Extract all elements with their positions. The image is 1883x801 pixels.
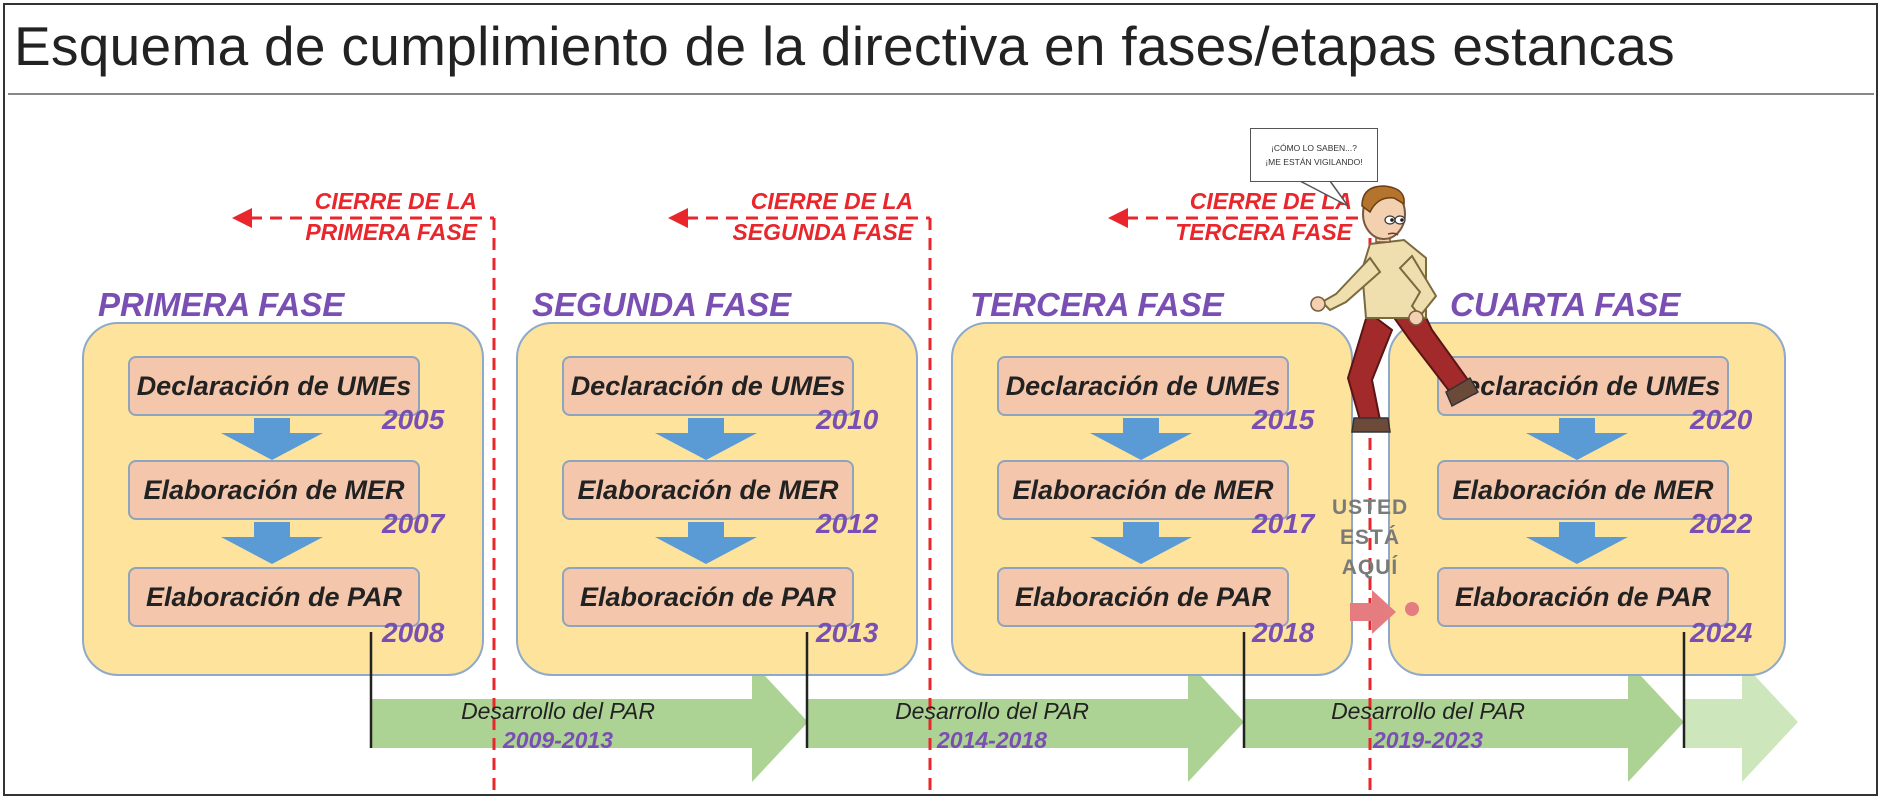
year-label: 2020 [1690, 404, 1753, 435]
you-are-here-line: USTED [1332, 496, 1409, 519]
down-arrow-3b [1090, 522, 1192, 564]
development-years: 2014-2018 [937, 727, 1047, 753]
step-par-4: Elaboración de PAR [1437, 567, 1729, 627]
step-declaracion-3: Declaración de UMEs [997, 356, 1289, 416]
development-arrow-1 [372, 662, 808, 782]
phase-title-3: TERCERA FASE [970, 286, 1224, 323]
down-arrow-4b [1526, 522, 1628, 564]
development-arrow-4 [1684, 662, 1798, 782]
step-par-2: Elaboración de PAR [562, 567, 854, 627]
closure-label-line2: TERCERA FASE [1175, 219, 1352, 245]
phase-title-1: PRIMERA FASE [98, 286, 345, 323]
step-mer-3: Elaboración de MER [997, 460, 1289, 520]
down-arrow-2b [655, 522, 757, 564]
development-text: Desarrollo del PAR [1331, 698, 1525, 724]
slide-title: Esquema de cumplimiento de la directiva … [14, 15, 1675, 77]
speech-line: ¡CÓMO LO SABEN...? [1271, 143, 1357, 153]
step-mer-4: Elaboración de MER [1437, 460, 1729, 520]
you-are-here-line: AQUÍ [1341, 556, 1399, 579]
development-years: 2009-2013 [503, 727, 613, 753]
closure-label-line2: PRIMERA FASE [305, 219, 477, 245]
speech-bubble: ¡CÓMO LO SABEN...? ¡ME ESTÁN VIGILANDO! [1250, 128, 1378, 182]
down-arrow-3a [1090, 418, 1192, 460]
down-arrow-1b [221, 522, 323, 564]
step-declaracion-2: Declaración de UMEs [562, 356, 854, 416]
development-text: Desarrollo del PAR [895, 698, 1089, 724]
year-label: 2015 [1252, 404, 1315, 435]
phase-title-2: SEGUNDA FASE [532, 286, 792, 323]
down-arrow-4a [1526, 418, 1628, 460]
step-par-1: Elaboración de PAR [128, 567, 420, 627]
year-label: 2013 [816, 617, 879, 648]
year-label: 2018 [1252, 617, 1315, 648]
phase-title-4: CUARTA FASE [1450, 286, 1681, 323]
development-label-3: Desarrollo del PAR 2019-2023 [1288, 697, 1568, 755]
year-label: 2007 [382, 508, 445, 539]
you-are-here-line: ESTÁ [1339, 526, 1400, 549]
development-label-2: Desarrollo del PAR 2014-2018 [852, 697, 1132, 755]
year-label: 2012 [816, 508, 879, 539]
step-declaracion-1: Declaración de UMEs [128, 356, 420, 416]
step-par-3: Elaboración de PAR [997, 567, 1289, 627]
year-label: 2008 [382, 617, 445, 648]
step-mer-2: Elaboración de MER [562, 460, 854, 520]
development-label-1: Desarrollo del PAR 2009-2013 [418, 697, 698, 755]
step-mer-1: Elaboración de MER [128, 460, 420, 520]
year-label: 2017 [1252, 508, 1315, 539]
year-label: 2010 [816, 404, 879, 435]
year-label: 2024 [1690, 617, 1753, 648]
closure-arrowhead-3 [1108, 208, 1128, 228]
speech-line: ¡ME ESTÁN VIGILANDO! [1265, 157, 1363, 167]
closure-label-1: CIERRE DE LA PRIMERA FASE [305, 186, 477, 248]
you-are-here-dot [1405, 602, 1419, 616]
year-label: 2005 [382, 404, 445, 435]
closure-label-2: CIERRE DE LA SEGUNDA FASE [732, 186, 913, 248]
closure-label-line2: SEGUNDA FASE [732, 219, 913, 245]
closure-label-line1: CIERRE DE LA [750, 188, 913, 214]
year-label: 2022 [1690, 508, 1753, 539]
step-declaracion-4: Declaración de UMEs [1437, 356, 1729, 416]
development-text: Desarrollo del PAR [461, 698, 655, 724]
closure-arrowhead-1 [232, 208, 252, 228]
down-arrow-2a [655, 418, 757, 460]
development-arrow-3 [1244, 662, 1684, 782]
development-years: 2019-2023 [1373, 727, 1483, 753]
development-arrow-2 [808, 662, 1244, 782]
you-are-here-arrow [1350, 590, 1396, 634]
slide-frame [3, 3, 1878, 796]
closure-label-line1: CIERRE DE LA [314, 188, 477, 214]
down-arrow-1a [221, 418, 323, 460]
you-are-here-label: USTED ESTÁ AQUÍ [1332, 493, 1408, 583]
closure-arrowhead-2 [668, 208, 688, 228]
title-divider [8, 93, 1874, 95]
